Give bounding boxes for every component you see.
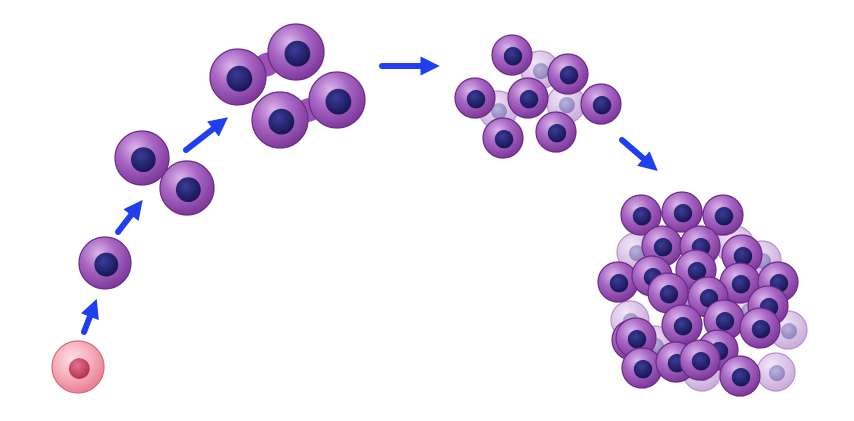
cell-nucleus <box>175 177 201 203</box>
cell-nucleus <box>632 207 652 226</box>
cell-nucleus <box>559 66 579 85</box>
cell-nucleus <box>268 108 295 135</box>
arrow-3-icon <box>183 117 229 153</box>
cell-nucleus <box>503 47 523 66</box>
cell-nucleus <box>633 360 653 379</box>
cluster-cell-1 <box>491 34 533 76</box>
dividing-cell-b <box>267 23 325 81</box>
normal-cell <box>51 340 105 394</box>
tumor-cell-2 <box>661 191 703 233</box>
first-division-cell-b <box>159 160 215 216</box>
dividing-cell-a <box>251 91 309 149</box>
tumor-cell-19 <box>739 307 781 349</box>
cell-nucleus <box>673 317 693 336</box>
arrow-5-icon <box>619 137 658 172</box>
cell-nucleus <box>731 368 751 387</box>
cell-nucleus <box>325 88 352 115</box>
cell-nucleus <box>687 262 707 281</box>
cells-layer <box>51 23 808 397</box>
cell-nucleus <box>547 124 567 143</box>
cell-nucleus <box>592 96 612 115</box>
cell-nucleus <box>627 330 647 349</box>
tumor-cell-1 <box>620 194 662 236</box>
cluster-cell-2 <box>547 53 589 95</box>
cell-nucleus <box>558 97 575 114</box>
tumor-faded-cell-6 <box>756 352 796 392</box>
cell-nucleus <box>731 275 751 294</box>
arrows-layer <box>80 56 658 335</box>
cluster-cell-5 <box>580 83 622 125</box>
tumor-cell-17 <box>661 304 703 346</box>
tumor-cell-4 <box>597 261 639 303</box>
cell-nucleus <box>715 312 735 331</box>
dividing-cell-b <box>308 71 366 129</box>
cell-nucleus <box>751 320 771 339</box>
tumor-cell-13 <box>647 272 689 314</box>
tumor-cell-3 <box>702 194 744 236</box>
second-division-pair-bottom <box>251 71 366 149</box>
second-division-pair-top <box>209 23 325 106</box>
cell-nucleus <box>94 252 119 277</box>
first-division-cell-a <box>114 130 170 186</box>
cluster-cell-6 <box>482 117 524 159</box>
cell-nucleus <box>494 130 514 149</box>
cluster-cell-3 <box>454 77 496 119</box>
arrow-2-icon <box>115 199 143 235</box>
cell-nucleus <box>284 40 311 67</box>
tumor-cell-23 <box>719 355 761 397</box>
tumor-cell-24 <box>679 339 721 381</box>
cell-nucleus <box>714 207 734 226</box>
single-cancer-cell <box>78 236 132 290</box>
cell-nucleus <box>659 285 679 304</box>
cell-nucleus <box>628 245 645 262</box>
cluster-cell-7 <box>535 111 577 153</box>
cell-nucleus <box>691 352 711 371</box>
arrow-1-icon <box>80 298 99 335</box>
cell-nucleus <box>490 103 507 120</box>
cell-nucleus <box>519 90 539 109</box>
cell-nucleus <box>609 274 629 293</box>
cell-nucleus <box>733 247 753 266</box>
cluster-cell-4 <box>507 77 549 119</box>
cell-nucleus <box>768 365 785 382</box>
cell-nucleus <box>653 238 673 257</box>
cell-nucleus <box>130 147 156 173</box>
cell-nucleus <box>68 358 90 379</box>
cell-nucleus <box>780 323 797 340</box>
dividing-cell-a <box>209 48 267 106</box>
tumor-cell-20 <box>621 347 663 389</box>
cell-nucleus <box>673 204 693 223</box>
cell-nucleus <box>466 90 486 109</box>
cell-nucleus <box>226 65 253 92</box>
cell-nucleus <box>532 63 549 80</box>
